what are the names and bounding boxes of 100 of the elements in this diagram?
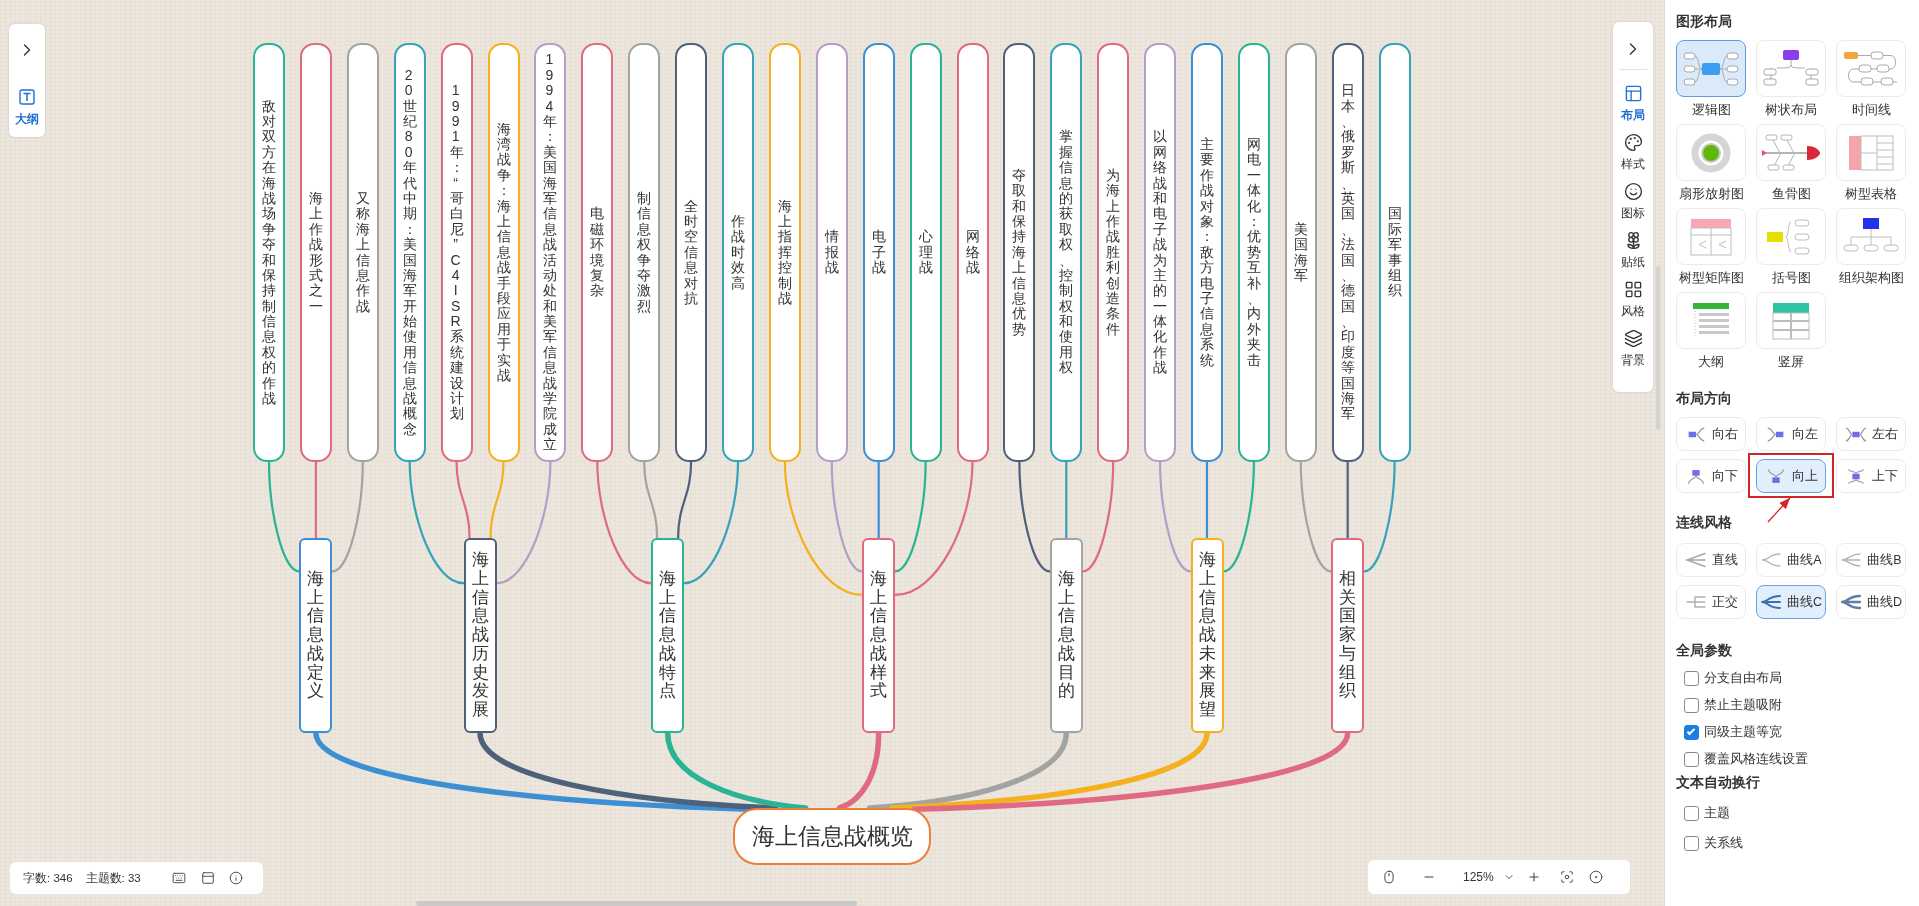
subtopic-card xyxy=(768,43,801,462)
direction-button: 上下 xyxy=(1836,459,1906,493)
subtopic-text: 电磁环境复杂 xyxy=(590,206,605,299)
subtopic-text: 1991年：“哥白尼”C4ISR系统建设计划 xyxy=(449,83,464,422)
thick-curved-connector xyxy=(911,730,1351,812)
curved-connector xyxy=(1081,460,1115,573)
sidebar-tab: 风格 xyxy=(1613,280,1653,319)
subtopic-card xyxy=(253,43,285,462)
checkbox-label: 主题 xyxy=(1704,804,1730,822)
branch-topic-card xyxy=(862,538,896,733)
subtopic-card xyxy=(1331,43,1364,462)
line-style-button: 正交 xyxy=(1676,585,1746,619)
subtopic-text: 日本、俄罗斯、英国、法国、德国、印度等国海军 xyxy=(1340,83,1355,422)
subtopic-card xyxy=(393,43,426,462)
zoom-level: 125% xyxy=(1463,870,1494,884)
direction-button: 向下 xyxy=(1676,459,1746,493)
subtopic-card xyxy=(346,43,379,462)
branch-topic-text: 海上信息战未来展望 xyxy=(1198,551,1216,720)
subtopic-text: 美国海军 xyxy=(1293,221,1308,284)
subtopic-card xyxy=(862,43,895,462)
sidebar-tab: 贴纸 xyxy=(1613,231,1653,270)
curved-connector xyxy=(783,460,864,596)
curved-connector xyxy=(877,460,880,540)
checkbox-label: 覆盖风格连线设置 xyxy=(1704,750,1808,768)
option-label: 竖屏 xyxy=(1778,354,1804,370)
curved-connector xyxy=(455,460,471,540)
branch-topic-card xyxy=(1049,538,1083,733)
thick-curved-connector xyxy=(836,730,882,811)
subtopic-card xyxy=(956,43,989,462)
subtopic-card xyxy=(487,43,520,462)
curved-connector xyxy=(489,460,505,540)
branch-topic-card xyxy=(651,538,685,733)
branch-topic-card xyxy=(299,538,333,733)
direction-button: 左右 xyxy=(1836,417,1906,451)
curved-connector xyxy=(1159,460,1192,573)
line-style-button: 曲线B xyxy=(1836,543,1906,577)
subtopic-text: 国际军事组织 xyxy=(1387,206,1402,299)
thick-curved-connector xyxy=(866,730,1070,811)
subtopic-text: 情报战 xyxy=(824,229,839,276)
line-style-button: 曲线A xyxy=(1756,543,1826,577)
thick-curved-connector xyxy=(477,730,779,811)
subtopic-text: 以网络战和电子战为主的一体化作战 xyxy=(1153,129,1168,376)
branch-topic-text: 海上信息战定义 xyxy=(307,570,325,701)
branch-topic-text: 海上信息战样式 xyxy=(870,570,888,701)
subtopic-card xyxy=(675,43,708,462)
curved-connector xyxy=(408,460,465,585)
branch-topic-text: 海上信息战目的 xyxy=(1057,570,1075,701)
subtopic-text: 海上指挥控制战 xyxy=(777,198,792,307)
branch-topic-card xyxy=(1331,538,1365,733)
subtopic-card xyxy=(1378,43,1411,462)
branch-topic-text: 相关国家与组织 xyxy=(1339,570,1357,701)
direction-button: 向上 xyxy=(1756,459,1826,493)
subtopic-card xyxy=(1003,43,1036,462)
section-heading: 文本自动换行 xyxy=(1676,774,1761,792)
option-label: 大纲 xyxy=(1698,354,1724,370)
subtopic-card xyxy=(534,43,567,462)
branch-topic-card xyxy=(1190,538,1224,733)
branch-topic-text: 海上信息战历史发展 xyxy=(471,551,489,720)
curved-connector xyxy=(495,460,552,585)
curved-connector xyxy=(677,460,693,540)
thick-curved-connector xyxy=(664,730,809,811)
subtopic-card xyxy=(440,43,473,462)
thick-curved-connector xyxy=(889,730,1210,811)
option-label: 扇形放射图 xyxy=(1678,186,1744,202)
sidebar-tab: 背景 xyxy=(1613,329,1653,368)
curved-connector xyxy=(314,460,317,540)
curved-connector xyxy=(643,460,659,540)
subtopic-card xyxy=(299,43,332,462)
subtopic-text: 主要作战对象：敌方电子信息系统 xyxy=(1200,137,1214,368)
curved-connector xyxy=(1299,460,1333,573)
subtopic-text: 网电一体化：优势互补、内外夹击 xyxy=(1246,137,1261,368)
checkbox-label: 同级主题等宽 xyxy=(1704,723,1782,741)
sidebar-tab: 样式 xyxy=(1613,133,1653,172)
checkbox-label: 禁止主题吸附 xyxy=(1704,696,1782,714)
line-style-button: 直线 xyxy=(1676,543,1746,577)
subtopic-text: 网络战 xyxy=(965,229,980,276)
subtopic-text: 1994年：美国海军信息战活动处和美军信息战学院成立 xyxy=(543,52,558,453)
direction-button: 向左 xyxy=(1756,417,1826,451)
curved-connector xyxy=(1205,460,1209,540)
subtopic-text: 掌握信息的获取权、控制权和使用权 xyxy=(1059,129,1074,376)
subtopic-card xyxy=(628,43,661,462)
central-topic-card xyxy=(733,808,931,865)
curved-connector xyxy=(1065,460,1068,540)
curved-connector xyxy=(1346,460,1349,540)
subtopic-text: 作战时效高 xyxy=(731,214,745,291)
annotation-arrow xyxy=(1767,497,1791,523)
word-count: 字数: 346 xyxy=(23,870,73,886)
curved-connector xyxy=(1018,460,1051,573)
subtopic-card xyxy=(1144,43,1177,462)
checkbox-label: 关系线 xyxy=(1704,834,1743,852)
curved-connector xyxy=(331,460,364,573)
highlight-frame xyxy=(1748,453,1834,498)
curved-connector xyxy=(683,460,740,585)
branch-topic-text: 海上信息战特点 xyxy=(659,570,677,701)
checkbox-label: 分支自由布局 xyxy=(1704,669,1782,687)
subtopic-card xyxy=(1097,43,1130,462)
line-style-button: 曲线D xyxy=(1836,585,1906,619)
option-label: 组织架构图 xyxy=(1838,270,1904,286)
outline-button: 大纲 xyxy=(15,89,39,127)
subtopic-text: 夺取和保持海上信息优势 xyxy=(1012,167,1027,338)
